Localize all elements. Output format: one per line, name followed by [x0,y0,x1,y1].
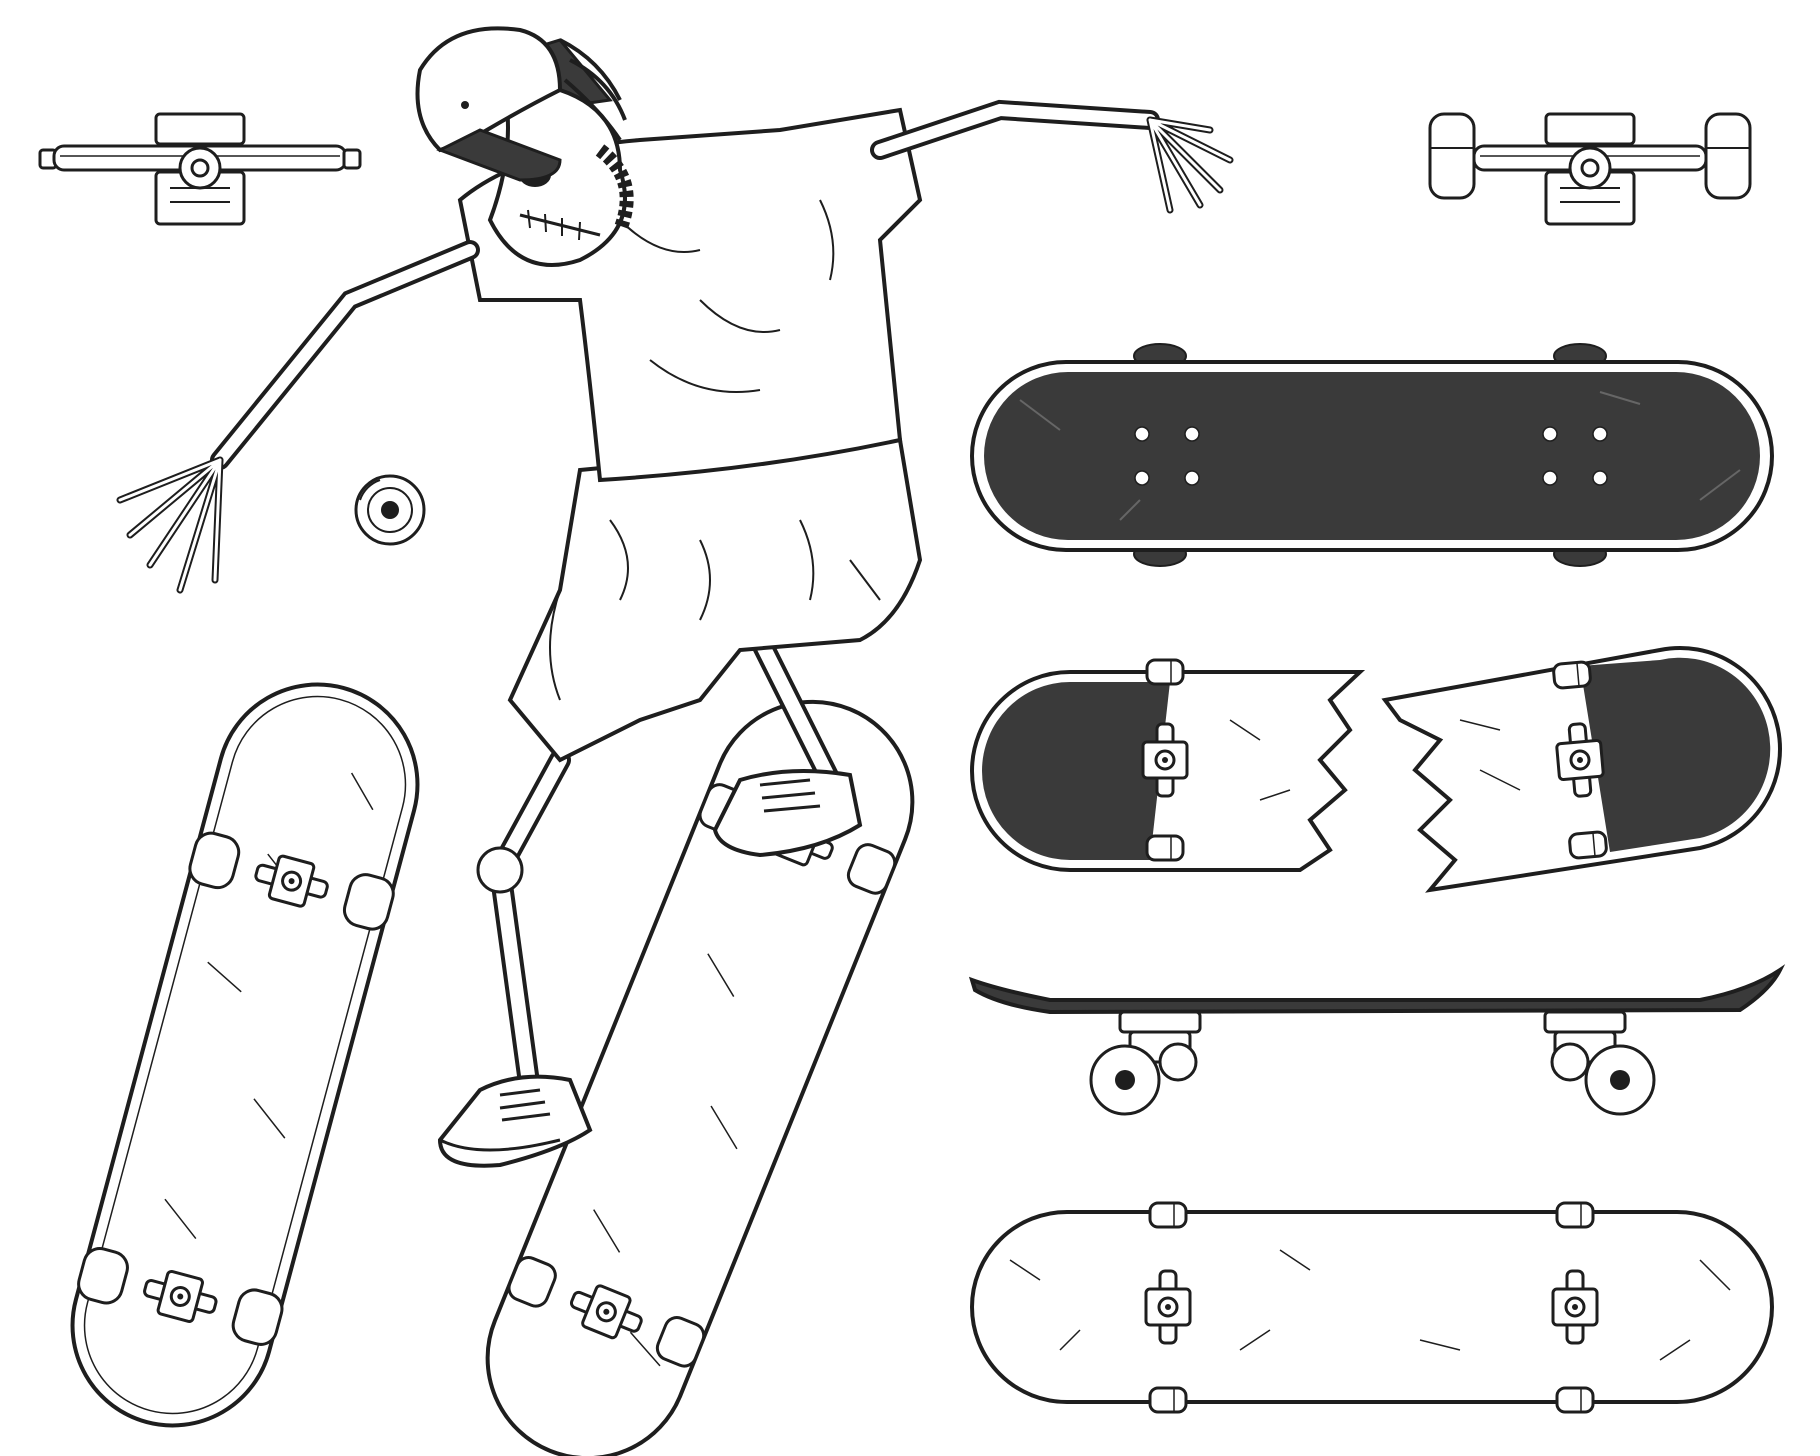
skateboard-deck-top-icon [970,343,1774,567]
skateboard-wheel-icon [354,474,426,546]
sneaker-right-icon [712,769,863,858]
truck-right-icon [1428,112,1752,226]
truck-left-icon [38,112,362,226]
sneaker-left-icon [437,1074,593,1168]
skeleton-arm-right-icon [870,99,1234,214]
skateboard-side-view-icon [968,964,1786,1116]
skateboard-tilted-icon [70,682,420,1428]
skeleton-arm-left-icon [116,240,480,594]
shorts-icon [507,437,923,763]
skateboard-broken-deck-icon [970,646,1782,893]
skateboard-deck-bottom-icon [970,1201,1774,1414]
skull-icon [415,26,634,267]
skeleton-skater-icon [116,26,1234,1456]
